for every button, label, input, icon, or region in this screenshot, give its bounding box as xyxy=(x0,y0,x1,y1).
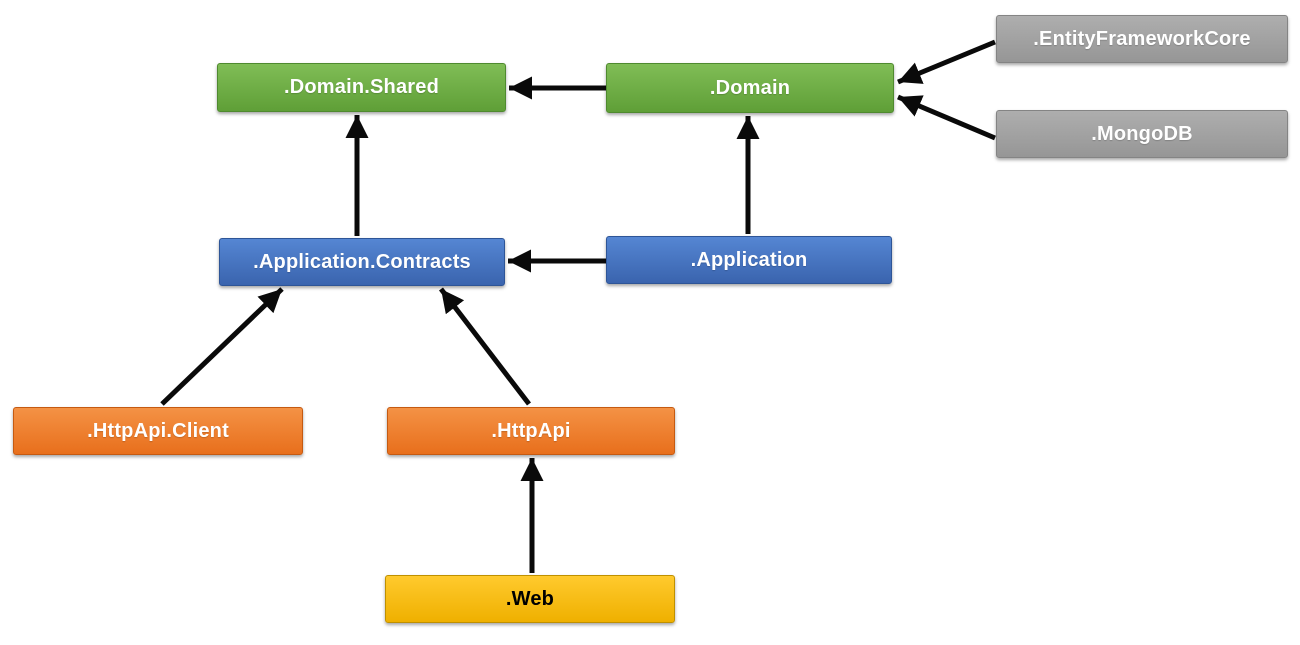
node-application: .Application xyxy=(606,236,892,284)
node-label: .Application xyxy=(690,248,808,271)
node-label: .HttpApi xyxy=(491,419,571,442)
edge-httpapi-client-to-application-contracts xyxy=(160,287,284,406)
node-httpapi: .HttpApi xyxy=(387,407,675,455)
node-label: .EntityFrameworkCore xyxy=(1033,27,1251,50)
edge-entity-framework-core-to-domain xyxy=(897,39,996,85)
node-domain-shared: .Domain.Shared xyxy=(217,63,506,112)
node-httpapi-client: .HttpApi.Client xyxy=(13,407,303,455)
node-label: .Web xyxy=(505,587,555,610)
node-label: .Domain.Shared xyxy=(283,76,440,98)
node-label: .HttpApi.Client xyxy=(87,419,229,442)
node-domain: .Domain xyxy=(606,63,894,113)
node-application-contracts: .Application.Contracts xyxy=(219,238,505,286)
node-label: .MongoDB xyxy=(1091,122,1193,145)
node-label: .Domain xyxy=(709,76,791,99)
node-web: .Web xyxy=(385,575,675,623)
node-entity-framework-core: .EntityFrameworkCore xyxy=(996,15,1288,63)
node-label: .Application.Contracts xyxy=(253,250,471,273)
node-mongodb: .MongoDB xyxy=(996,110,1288,158)
edge-mongodb-to-domain xyxy=(897,94,996,141)
edge-httpapi-to-application-contracts xyxy=(439,287,531,406)
